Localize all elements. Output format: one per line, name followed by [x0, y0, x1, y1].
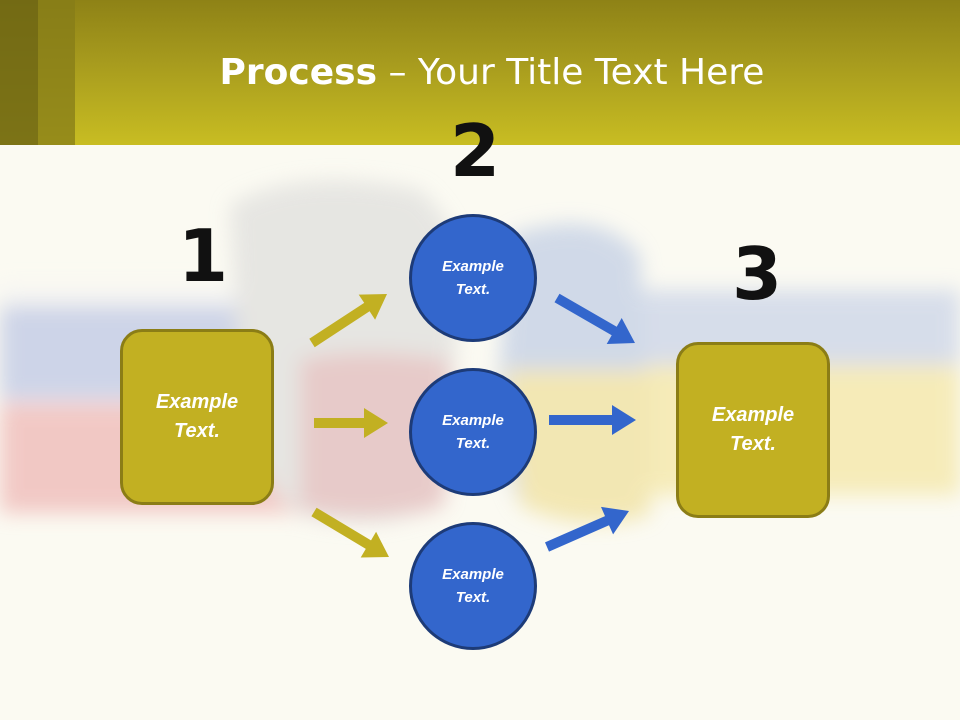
step-number-2: 2: [450, 109, 501, 193]
title-bold: Process: [219, 52, 378, 93]
arrow-bottom-to-right: [545, 506, 629, 552]
arrow-left-to-middle: [314, 408, 388, 438]
left-box: Example Text.: [120, 329, 274, 505]
left-box-label: Example Text.: [155, 391, 239, 442]
step-number-1: 1: [178, 214, 229, 298]
circle-middle: Example Text.: [409, 368, 537, 496]
right-box-label: Example Text.: [711, 404, 795, 455]
arrow-middle-to-right: [549, 405, 636, 435]
circle-bottom: Example Text.: [409, 522, 537, 650]
circle-middle-label: Example Text.: [442, 412, 504, 452]
title-rest: – Your Title Text Here: [377, 52, 765, 93]
arrow-left-to-top: [309, 294, 387, 348]
circle-top: Example Text.: [409, 214, 537, 342]
slide-title: Process – Your Title Text Here: [0, 52, 960, 93]
circle-top-label: Example Text.: [442, 258, 504, 298]
header-band: [0, 0, 960, 145]
circle-bottom-label: Example Text.: [442, 566, 504, 606]
step-number-3: 3: [732, 232, 783, 316]
right-box: Example Text.: [676, 342, 830, 518]
arrow-left-to-bottom: [311, 507, 389, 558]
header-accent-bar-light: [38, 0, 75, 145]
arrow-top-to-right: [554, 293, 635, 344]
header-accent-bar-dark: [0, 0, 38, 145]
